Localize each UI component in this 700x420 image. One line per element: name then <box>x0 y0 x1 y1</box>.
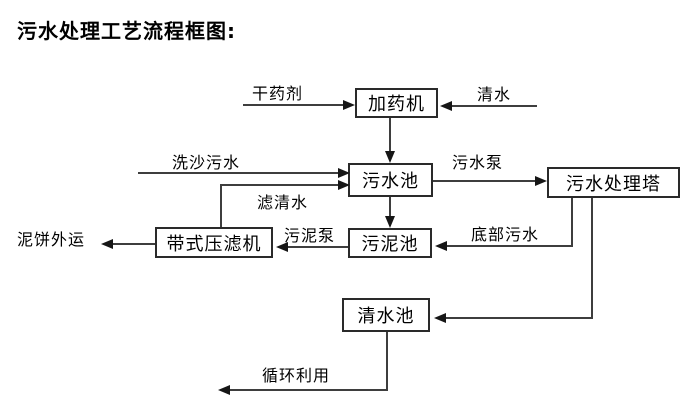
edge-label-recycle: 循环利用 <box>262 366 331 385</box>
node-treatment-tower: 污水处理塔 <box>547 167 680 198</box>
edge-filtered-water-line <box>220 184 338 186</box>
edge-sludge-pump-line <box>288 246 348 248</box>
edge-label-sludge-pump: 污泥泵 <box>284 226 336 245</box>
edge-recycle-riser-line <box>386 332 388 390</box>
edge-dosing-to-sewage-line <box>389 118 391 152</box>
edge-dry-chemical-line <box>243 104 343 106</box>
edge-label-bottom-sewage: 底部污水 <box>471 225 540 244</box>
edge-dry-chemical-arrowhead-icon <box>343 100 355 110</box>
node-belt-filter-press: 带式压滤机 <box>155 227 273 258</box>
edge-filtered-water-arrowhead-icon <box>338 180 350 190</box>
edge-tower-to-clean-pool-line <box>446 317 593 319</box>
edge-sewage-to-sludge-arrowhead-icon <box>385 216 395 228</box>
edge-mud-cake-arrowhead-icon <box>101 239 113 249</box>
edge-sewage-pump-arrowhead-icon <box>535 176 547 186</box>
edge-sand-washing-line <box>138 172 338 174</box>
edge-sludge-pump-arrowhead-icon <box>276 242 288 252</box>
node-dosing-machine: 加药机 <box>355 88 438 118</box>
edge-label-clean-water: 清水 <box>477 85 512 104</box>
edge-label-filtered-water: 滤清水 <box>257 193 309 212</box>
edge-tower-to-clean-pool-riser-line <box>591 198 593 318</box>
edge-label-mud-cake-out: 泥饼外运 <box>17 230 86 249</box>
edge-filtered-water-riser-line <box>220 184 222 227</box>
node-sludge-pool: 污泥池 <box>348 228 432 258</box>
edge-sewage-to-sludge-line <box>389 197 391 216</box>
edge-label-sewage-pump: 污水泵 <box>452 153 504 172</box>
edge-bottom-sewage-line <box>447 245 573 247</box>
edge-bottom-sewage-riser-line <box>571 198 573 246</box>
edge-clean-water-line <box>452 105 537 107</box>
edge-label-sand-washing-sewage: 洗沙污水 <box>172 153 241 172</box>
edge-clean-water-arrowhead-icon <box>440 101 452 111</box>
node-clean-water-pool: 清水池 <box>342 298 430 332</box>
page-title: 污水处理工艺流程框图: <box>17 19 236 43</box>
edge-sewage-pump-line <box>433 180 535 182</box>
edge-recycle-line <box>230 389 388 391</box>
edge-sand-washing-arrowhead-icon <box>338 168 350 178</box>
edge-mud-cake-line <box>113 243 155 245</box>
edge-recycle-arrowhead-icon <box>218 385 230 395</box>
edge-bottom-sewage-arrowhead-icon <box>435 241 447 251</box>
edge-dosing-to-sewage-arrowhead-icon <box>385 151 395 163</box>
node-sewage-pool: 污水池 <box>348 163 433 197</box>
edge-label-dry-chemical: 干药剂 <box>252 84 304 103</box>
edge-tower-to-clean-pool-arrowhead-icon <box>434 313 446 323</box>
